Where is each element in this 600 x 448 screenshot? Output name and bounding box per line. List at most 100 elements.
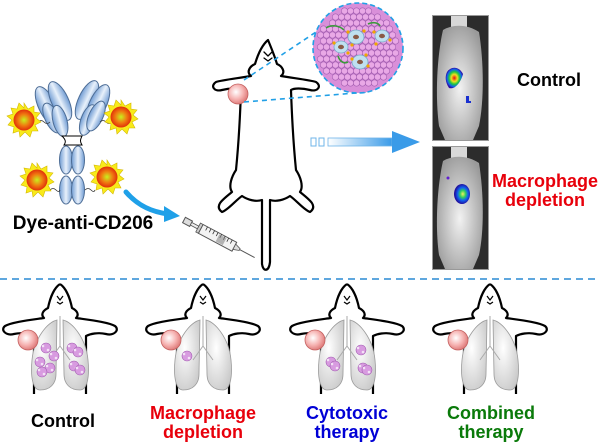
tumor-cell — [346, 7, 354, 15]
tumor-cell — [322, 67, 330, 75]
tumor-cell — [382, 43, 390, 51]
tumor-icon — [227, 83, 249, 105]
tumor-cell — [376, 55, 384, 63]
antibody-icon — [34, 80, 113, 205]
tumor-cell — [322, 43, 330, 51]
injection-arrow-icon — [123, 189, 180, 222]
group-label-line1: Macrophage — [149, 403, 257, 423]
dye-molecule-icon — [89, 159, 125, 195]
dye-molecule-icon — [19, 162, 55, 198]
lung-metastasis-nodule — [72, 346, 84, 358]
mouse-outline-4 — [432, 282, 548, 396]
tumor-cell — [364, 31, 372, 39]
tumor-cell — [325, 49, 333, 57]
tumor-cell — [367, 73, 375, 81]
tumor-cell — [337, 13, 345, 21]
imaging-label-line1: Macrophage — [491, 171, 599, 191]
tumor-cell — [370, 55, 378, 63]
lung-metastasis-nodule — [361, 364, 373, 376]
tumor-cell — [358, 79, 366, 87]
tumor-cell — [334, 31, 342, 39]
tumor-cell — [328, 67, 336, 75]
mouse-outline-3 — [289, 282, 405, 396]
group-label-combined-therapy: Combined therapy — [436, 403, 546, 443]
tumor-cell — [373, 49, 381, 57]
tumor-cell — [319, 25, 327, 33]
tumor-cell — [349, 73, 357, 81]
tumor-cell — [379, 49, 387, 57]
group-label-line1: Control — [31, 411, 95, 431]
tumor-cell — [382, 19, 390, 27]
tumor-cell — [358, 43, 366, 51]
tumor-cell — [376, 67, 384, 75]
tumor-cell — [319, 37, 327, 45]
tumor-cell — [370, 79, 378, 87]
lung-metastasis-nodule — [329, 360, 341, 372]
group-label-line1: Cytotoxic — [305, 403, 388, 423]
lung-metastasis-nodule — [74, 364, 86, 376]
tumor-cell — [340, 7, 348, 15]
tumor-cell — [361, 13, 369, 21]
tumor-cell — [331, 13, 339, 21]
tumor-cell — [322, 55, 330, 63]
tumor-cell — [340, 19, 348, 27]
tumor-cell — [382, 55, 390, 63]
tumor-cell — [346, 79, 354, 87]
tumor-cell — [370, 67, 378, 75]
tumor-cell — [373, 61, 381, 69]
lung-metastasis-nodule — [48, 350, 60, 362]
lungs-icon — [460, 315, 520, 391]
tumor-cell — [346, 67, 354, 75]
mouse-outline-main — [212, 38, 320, 271]
tumor-cell — [340, 67, 348, 75]
zoom-lines — [243, 23, 369, 103]
tumor-cell-cluster-icon — [312, 2, 404, 94]
lung-metastasis-nodule — [34, 356, 46, 368]
tumor-cell — [364, 67, 372, 75]
tumor-cell — [316, 55, 324, 63]
tumor-cell — [391, 49, 399, 57]
imaging-label-macrophage-depletion: Macrophage depletion — [490, 171, 600, 211]
tumor-cell — [391, 37, 399, 45]
tumor-cell — [382, 67, 390, 75]
tumor-cell — [388, 31, 396, 39]
tumor-cell — [331, 61, 339, 69]
group-label-control: Control — [8, 411, 118, 431]
group-label-macrophage-depletion: Macrophage depletion — [140, 403, 266, 443]
tumor-cell — [367, 49, 375, 57]
tumor-cell — [352, 43, 360, 51]
tumor-icon — [447, 329, 469, 351]
tumor-cell — [349, 13, 357, 21]
tumor-cell — [352, 19, 360, 27]
group-label-line1: Combined — [447, 403, 535, 423]
tumor-cell — [385, 49, 393, 57]
tumor-cell — [337, 73, 345, 81]
tumor-cell — [388, 55, 396, 63]
tumor-cell — [373, 13, 381, 21]
dye-molecule-icon — [103, 99, 139, 135]
tumor-cell — [373, 73, 381, 81]
tumor-cell — [343, 13, 351, 21]
tumor-cell — [331, 73, 339, 81]
tumor-cell — [367, 37, 375, 45]
tumor-cell — [352, 7, 360, 15]
tumor-cell — [316, 31, 324, 39]
tumor-cell — [316, 43, 324, 51]
syringe-icon — [181, 216, 255, 258]
lung-metastasis-nodule — [36, 366, 48, 378]
dye-molecule-icon — [6, 102, 42, 138]
tumor-cell — [319, 49, 327, 57]
group-label-line2: therapy — [458, 422, 524, 443]
tumor-cell — [358, 19, 366, 27]
tumor-cell — [349, 49, 357, 57]
lung-metastasis-nodule — [181, 350, 193, 362]
tumor-cell — [328, 55, 336, 63]
tumor-cell — [334, 67, 342, 75]
tumor-cell — [322, 31, 330, 39]
tumor-icon — [17, 329, 39, 351]
mouse-outline-1 — [2, 282, 118, 396]
imaging-photo-control — [432, 15, 489, 141]
lung-metastasis-nodule — [40, 342, 52, 354]
tumor-cell — [334, 19, 342, 27]
